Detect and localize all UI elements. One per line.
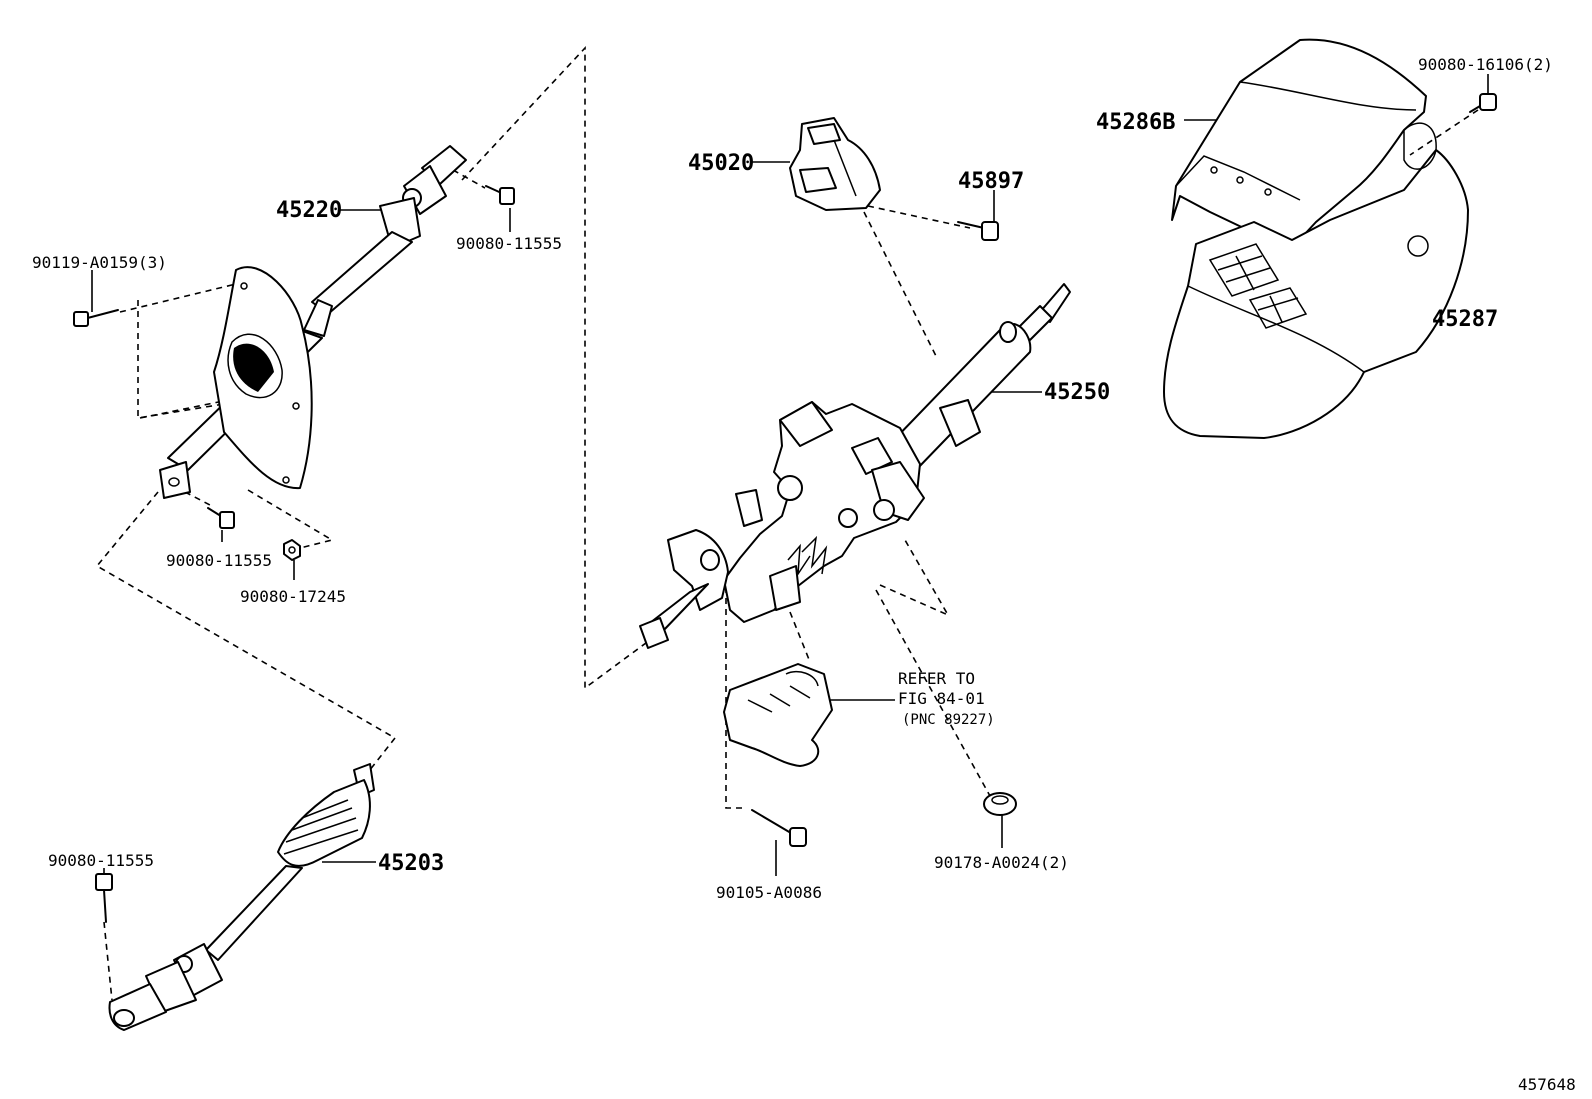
label-90080-11555-upper[interactable]: 90080-11555 bbox=[456, 234, 562, 253]
steering-column-45250[interactable] bbox=[639, 283, 1071, 649]
nut-90178-a0024-icon[interactable] bbox=[983, 792, 1017, 816]
label-45897[interactable]: 45897 bbox=[958, 169, 1024, 194]
label-45286b[interactable]: 45286B bbox=[1096, 110, 1175, 135]
lower-cover-45287[interactable] bbox=[1163, 122, 1469, 439]
diagram-id: 457648 bbox=[1518, 1075, 1576, 1094]
label-45020[interactable]: 45020 bbox=[688, 151, 754, 176]
label-90080-11555-lower[interactable]: 90080-11555 bbox=[48, 851, 154, 870]
bolt-90080-16106-icon[interactable] bbox=[1469, 93, 1497, 113]
assembly-dashed-lines bbox=[95, 45, 1479, 1001]
label-45287[interactable]: 45287 bbox=[1432, 307, 1498, 332]
label-90105-a0086[interactable]: 90105-A0086 bbox=[716, 883, 822, 902]
bolt-90080-11555-mid-icon[interactable] bbox=[207, 507, 235, 529]
note-refer-to: REFER TO bbox=[898, 669, 975, 688]
nut-90080-17245-icon[interactable] bbox=[283, 539, 301, 561]
dust-seal-plate[interactable] bbox=[213, 266, 313, 490]
label-90119-a0159[interactable]: 90119-A0159(3) bbox=[32, 253, 167, 272]
note-fig-ref[interactable]: FIG 84-01 bbox=[898, 689, 985, 708]
label-90178-a0024[interactable]: 90178-A0024(2) bbox=[934, 853, 1069, 872]
callout-labels: 45220 90080-11555 90119-A0159(3) 90080-1… bbox=[32, 55, 1576, 1094]
label-45250[interactable]: 45250 bbox=[1044, 380, 1110, 405]
bracket-45020[interactable] bbox=[789, 117, 881, 211]
label-90080-17245[interactable]: 90080-17245 bbox=[240, 587, 346, 606]
lower-bracket-refer-part[interactable] bbox=[723, 663, 833, 767]
lower-shaft-45203[interactable] bbox=[108, 763, 375, 1031]
bolt-45897-icon[interactable] bbox=[957, 221, 999, 241]
bolt-90080-11555-upper-icon[interactable] bbox=[485, 185, 515, 205]
label-90080-16106[interactable]: 90080-16106(2) bbox=[1418, 55, 1553, 74]
label-45220[interactable]: 45220 bbox=[276, 198, 342, 223]
bolt-90080-11555-lower-icon[interactable] bbox=[95, 873, 113, 923]
note-pnc: (PNC 89227) bbox=[902, 712, 995, 728]
bolt-90105-a0086-icon[interactable] bbox=[751, 809, 807, 847]
label-90080-11555-mid[interactable]: 90080-11555 bbox=[166, 551, 272, 570]
bolt-90119-a0159-icon[interactable] bbox=[73, 309, 119, 327]
label-45203[interactable]: 45203 bbox=[378, 851, 444, 876]
